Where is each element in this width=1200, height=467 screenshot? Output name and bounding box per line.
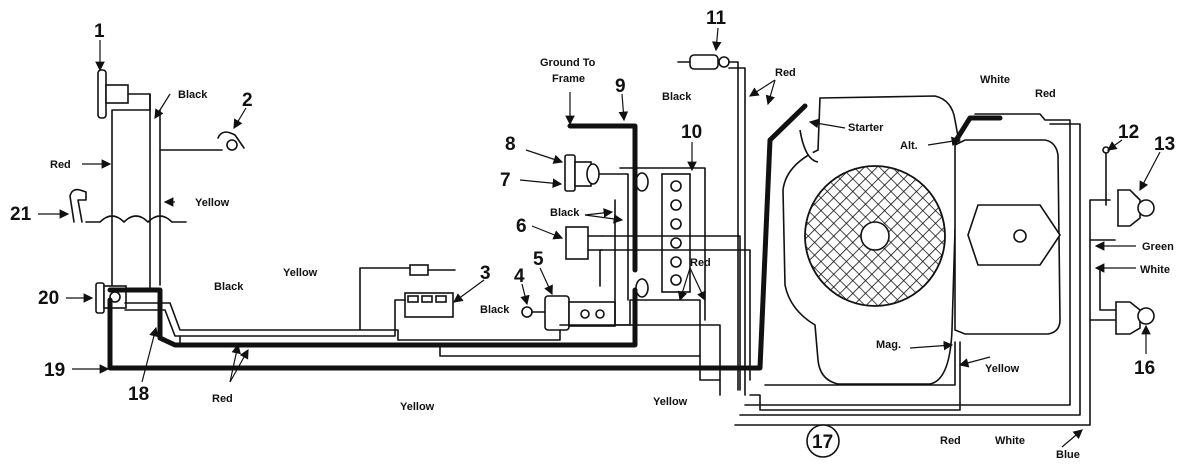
callout-4: 4: [514, 266, 525, 287]
callout-17-circle: [806, 424, 840, 458]
label-ground-to: Ground To: [540, 57, 596, 69]
callout-16: 16: [1134, 358, 1155, 379]
label-blue: Blue: [1056, 449, 1080, 461]
callout-1: 1: [94, 21, 105, 42]
callout-10: 10: [681, 122, 702, 143]
label-red-bottom-left: Red: [212, 393, 233, 405]
component-21-icon: [69, 188, 87, 223]
label-white-bottom-right: White: [995, 435, 1025, 447]
label-red-bottom-right: Red: [940, 435, 961, 447]
heavy-cable: [107, 103, 1003, 371]
label-red-center: Red: [690, 257, 711, 269]
callout-7: 7: [500, 170, 511, 191]
label-frame: Frame: [552, 73, 585, 85]
callout-20: 20: [38, 288, 59, 309]
callout-13: 13: [1154, 134, 1175, 155]
component-3-icon: [404, 264, 456, 318]
label-white-right: White: [1140, 264, 1170, 276]
callout-12: 12: [1118, 122, 1139, 143]
label-black-6: Black: [550, 207, 580, 219]
label-red-left: Red: [50, 159, 71, 171]
component-12-13-icon: [1102, 146, 1155, 227]
component-2-icon: [217, 131, 245, 151]
callout-8: 8: [505, 134, 516, 155]
label-black-top: Black: [178, 89, 208, 101]
callout-9: 9: [615, 76, 626, 97]
callout-19: 19: [44, 360, 65, 381]
component-4-icon: [521, 306, 546, 318]
component-10-icon: [635, 172, 691, 298]
component-6-icon: [565, 226, 603, 260]
callout-21: 21: [10, 204, 32, 225]
component-11-icon: [677, 54, 730, 70]
label-yellow-bottom-center: Yellow: [653, 396, 688, 408]
callout-18: 18: [128, 384, 149, 405]
label-black-center: Black: [480, 304, 510, 316]
callout-6: 6: [516, 216, 527, 237]
wiring-harness: [85, 61, 1116, 426]
label-black-mid: Black: [214, 281, 244, 293]
component-5-icon: [544, 295, 616, 331]
callout-11: 11: [706, 8, 727, 29]
label-green: Green: [1142, 241, 1174, 253]
component-16-icon: [1115, 301, 1155, 335]
label-white-top: White: [980, 74, 1010, 86]
label-mag: Mag.: [876, 339, 901, 351]
label-red-top-right: Red: [1035, 88, 1056, 100]
label-yellow-mid: Yellow: [283, 267, 318, 279]
label-red-11: Red: [775, 67, 796, 79]
callout-2: 2: [242, 90, 253, 111]
flywheel-hub-icon: [860, 221, 890, 251]
label-yellow-engine: Yellow: [985, 363, 1020, 375]
component-1-icon: [97, 69, 129, 119]
label-black-9: Black: [662, 91, 692, 103]
flywheel-bolt-icon: [1013, 229, 1027, 243]
callout-3: 3: [480, 263, 491, 284]
label-starter: Starter: [848, 122, 884, 134]
label-alt: Alt.: [900, 140, 918, 152]
label-yellow-bottom-mid: Yellow: [400, 401, 435, 413]
label-yellow-left: Yellow: [195, 197, 230, 209]
callout-arrows: [38, 27, 1161, 448]
component-7-8-icon: [564, 154, 600, 192]
callout-5: 5: [533, 249, 544, 270]
callout-17: 17: [812, 432, 833, 453]
